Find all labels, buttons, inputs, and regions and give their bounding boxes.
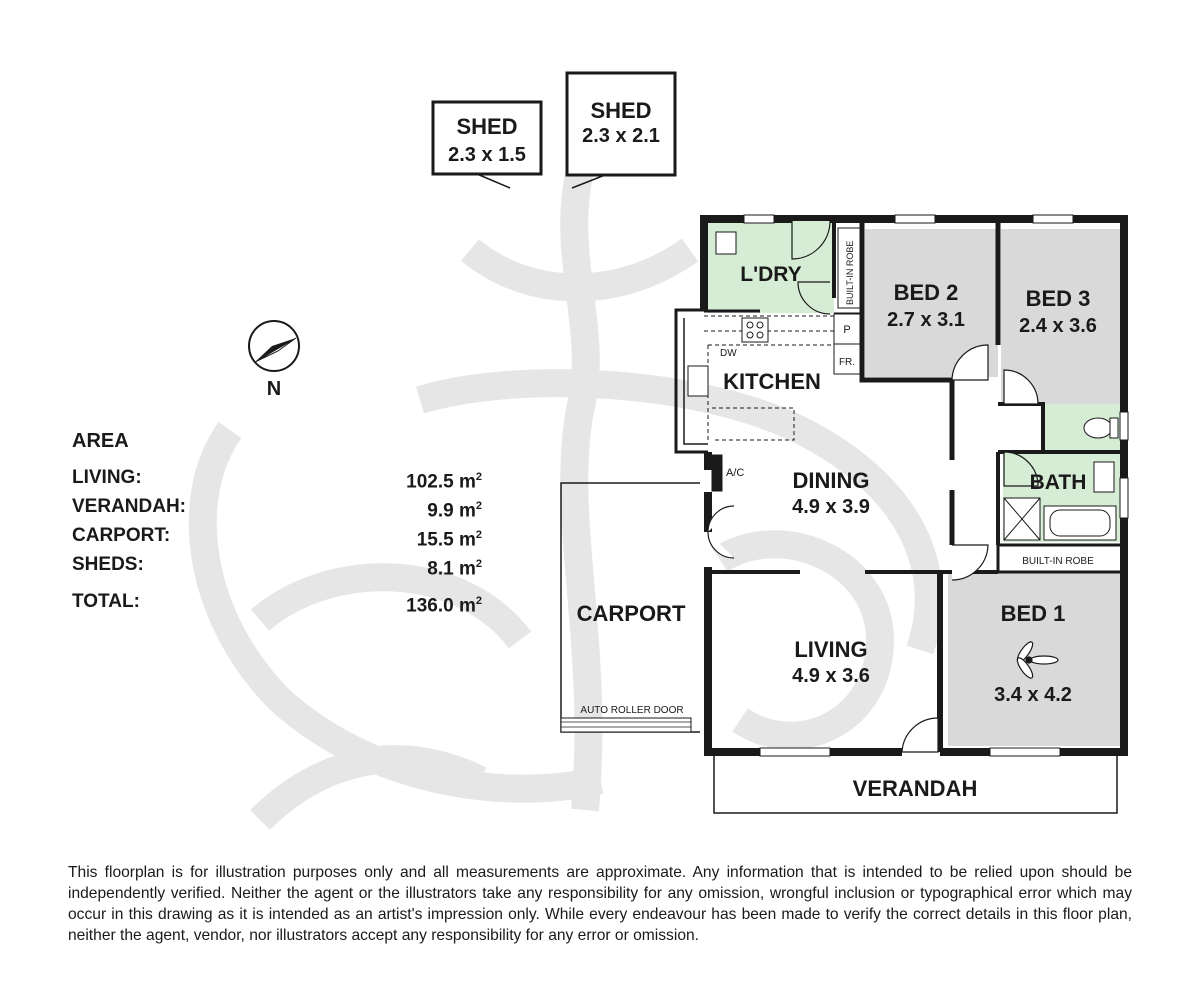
verandah: VERANDAH <box>713 754 1118 814</box>
shed-1-dims: 2.3 x 1.5 <box>448 144 526 166</box>
dining-dims: 4.9 x 3.9 <box>792 496 870 518</box>
pantry-label: P <box>843 324 850 336</box>
builtin-robe-2-label: BUILT-IN ROBE <box>1022 556 1094 567</box>
area-row-verandah: VERANDAH: 9.9 m2 <box>72 496 482 522</box>
ceiling-fan-icon <box>1016 641 1059 679</box>
shed-1-label: SHED <box>456 114 517 139</box>
cooktop-icon <box>741 317 769 343</box>
area-row-total: TOTAL: 136.0 m2 <box>72 591 482 617</box>
bed2-label: BED 2 <box>894 280 959 305</box>
aircon-label: A/C <box>726 467 744 479</box>
area-row-living: LIVING: 102.5 m2 <box>72 467 482 493</box>
laundry-tub-icon <box>715 231 737 255</box>
kitchen-label: KITCHEN <box>723 369 821 394</box>
shed-2-dims: 2.3 x 2.1 <box>582 125 660 147</box>
fridge-label: FR. <box>839 357 855 368</box>
roller-door-label: AUTO ROLLER DOOR <box>580 705 683 716</box>
living-label: LIVING <box>794 637 867 662</box>
doors <box>707 220 1039 753</box>
room-labels: L'DRY BED 2 2.7 x 3.1 BED 3 2.4 x 3.6 KI… <box>723 263 1097 706</box>
carport-label: CARPORT <box>577 601 686 626</box>
builtin-robe-1-label: BUILT-IN ROBE <box>845 241 855 305</box>
dishwasher-label: DW <box>720 348 737 359</box>
area-row-carport: CARPORT: 15.5 m2 <box>72 525 482 551</box>
shed-2-label: SHED <box>590 98 651 123</box>
watermark-logo <box>188 166 943 831</box>
bed1-label: BED 1 <box>1001 601 1066 626</box>
laundry-label: L'DRY <box>740 263 801 286</box>
compass-north-icon: N <box>248 320 300 400</box>
carport: CARPORT AUTO ROLLER DOOR <box>560 482 700 733</box>
windows <box>710 214 1129 757</box>
bath-label: BATH <box>1030 471 1087 494</box>
area-row-sheds: SHEDS: 8.1 m2 <box>72 554 482 580</box>
bed1-dims: 3.4 x 4.2 <box>994 684 1072 706</box>
sink-icon <box>687 365 709 397</box>
living-dims: 4.9 x 3.6 <box>792 665 870 687</box>
toilet-icon <box>1083 417 1113 439</box>
bed3-dims: 2.4 x 3.6 <box>1019 315 1097 337</box>
bed2-dims: 2.7 x 3.1 <box>887 309 965 331</box>
shed-2: SHED 2.3 x 2.1 <box>565 71 677 189</box>
verandah-label: VERANDAH <box>853 776 978 801</box>
dining-label: DINING <box>793 468 870 493</box>
compass-label: N <box>267 378 281 400</box>
vanity-icon <box>1093 461 1115 493</box>
walls <box>674 215 1128 756</box>
shed-1: SHED 2.3 x 1.5 <box>431 100 543 189</box>
disclaimer-text: This floorplan is for illustration purpo… <box>68 864 1132 944</box>
bed3-label: BED 3 <box>1026 286 1091 311</box>
area-summary: AREA LIVING: 102.5 m2 VERANDAH: 9.9 m2 C… <box>72 430 482 616</box>
fixtures: P FR. DW A/C BUILT-IN ROBE BUILT-IN ROBE <box>687 227 1119 567</box>
area-title: AREA <box>72 430 129 452</box>
